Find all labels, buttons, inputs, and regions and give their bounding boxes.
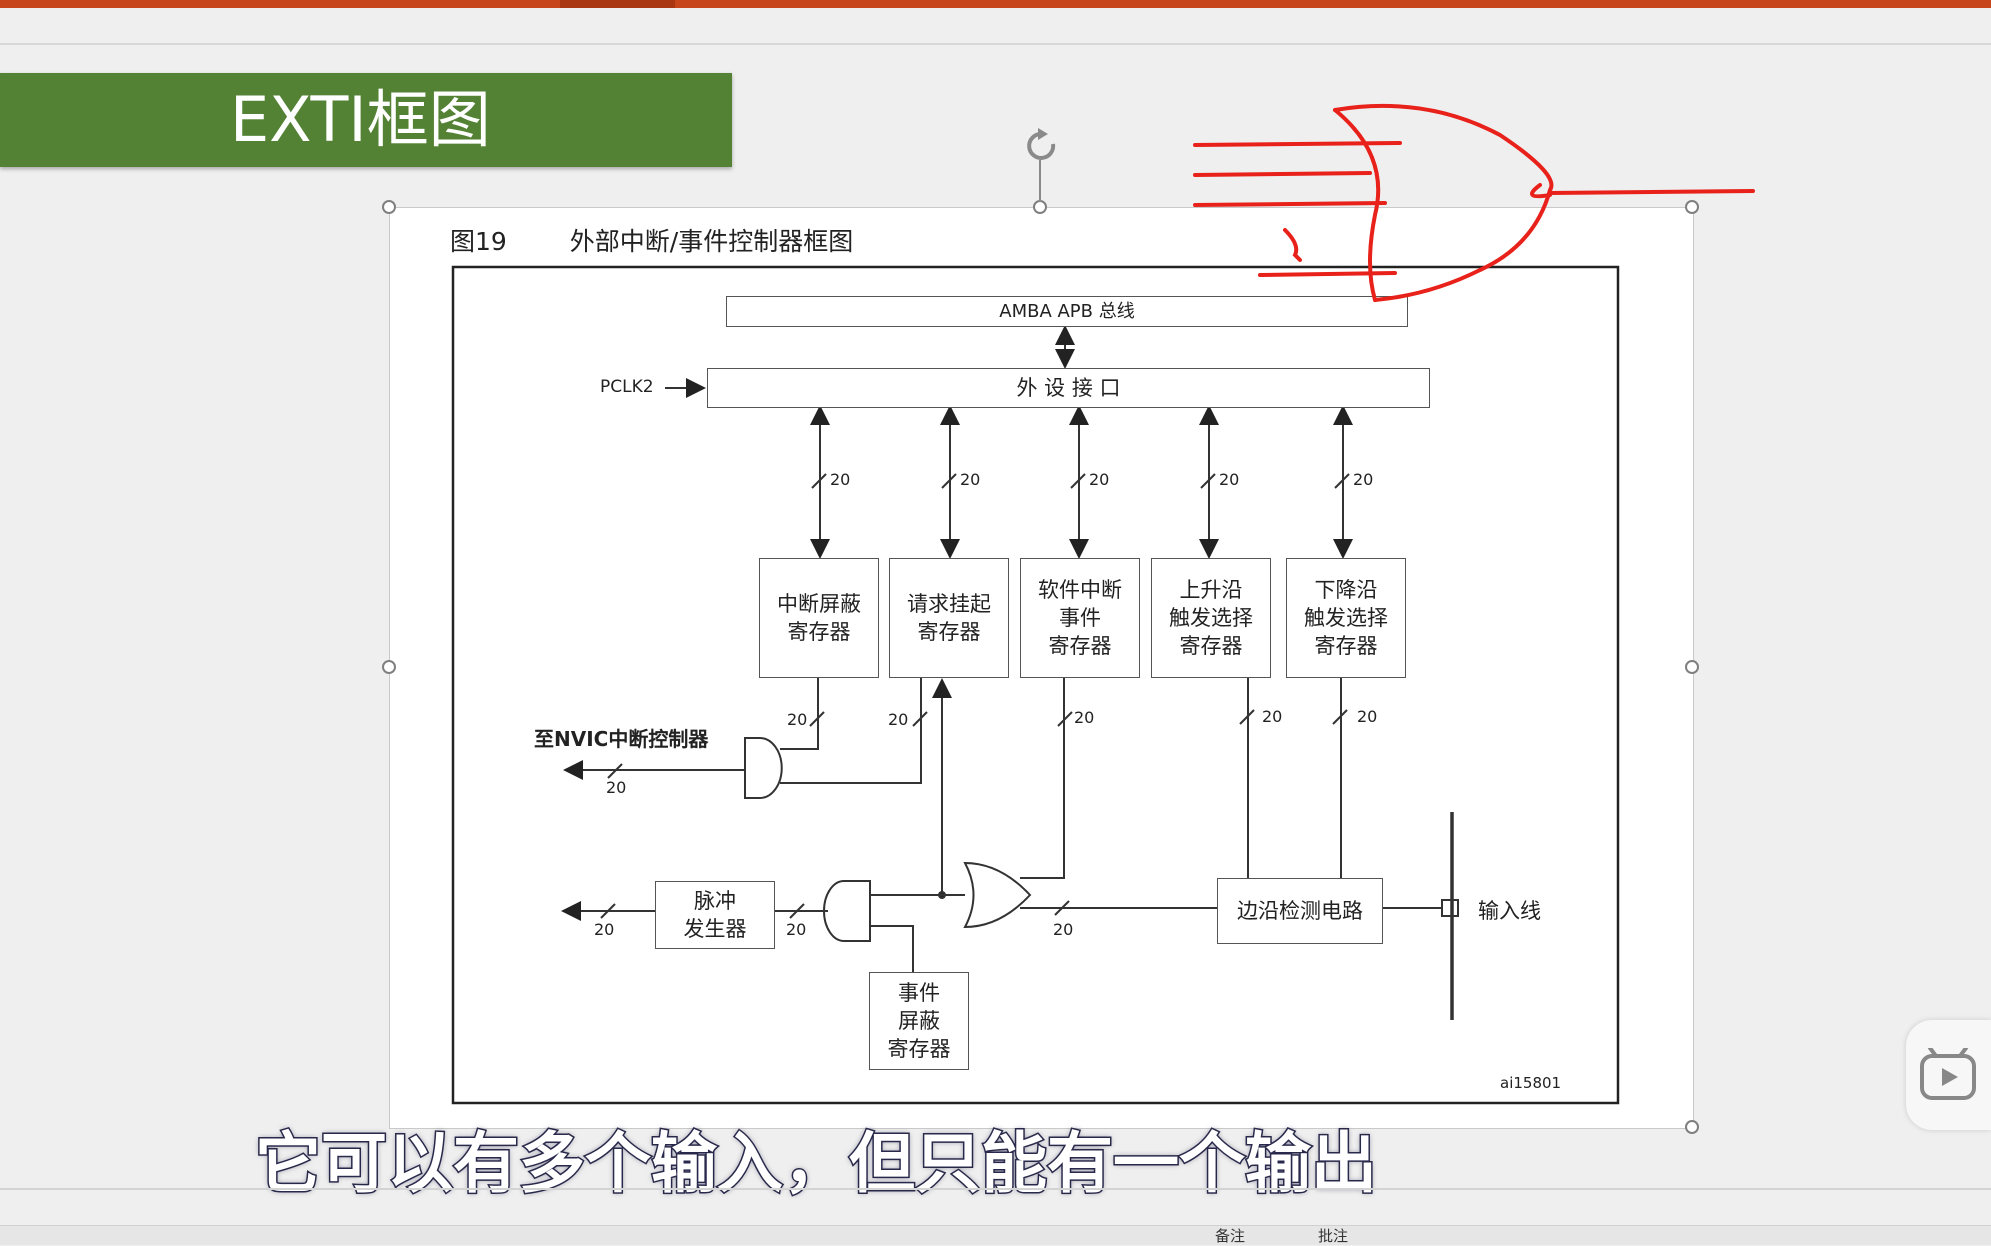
register-label: 寄存器 [917,620,981,644]
register-label: 寄存器 [1048,634,1112,658]
bus-width-label: 20 [1219,470,1240,489]
peripheral-interface-label: 外 设 接 口 [1016,376,1121,400]
register-label: 寄存器 [887,1037,951,1061]
bus-width-label: 20 [1074,708,1095,727]
player-floating-button[interactable] [1906,1020,1991,1130]
slide-title: EXTI框图 [230,83,491,156]
resize-handle-bottom-right[interactable] [1685,1120,1699,1134]
amba-apb-bus: AMBA APB 总线 [726,296,1408,327]
ribbon-divider [0,43,1991,45]
pulse-generator-label: 发生器 [683,917,747,941]
figure-id: ai15801 [1500,1074,1562,1092]
bus-width-label: 20 [1357,707,1378,726]
figure-title: 外部中断/事件控制器框图 [569,227,854,256]
register-label: 事件 [1059,606,1101,630]
bus-width-label: 20 [1262,707,1283,726]
edge-detect-label: 边沿检测电路 [1237,899,1363,923]
bus-width-label: 20 [1089,470,1110,489]
play-icon [1920,1048,1976,1100]
bus-width-label: 20 [787,710,808,729]
to-nvic-label: 至NVIC中断控制器 [534,727,709,751]
resize-handle-top-right[interactable] [1685,200,1699,214]
video-subtitle: 它可以有多个输入，但只能有一个输出 [254,1124,1379,1204]
register-label: 触发选择 [1304,606,1388,630]
pulse-generator-label: 脉冲 [694,889,736,913]
input-line-label: 输入线 [1478,899,1541,923]
diagram-border [451,265,1620,1105]
comments-button[interactable]: 批注 [1318,1227,1349,1245]
bus-width-label: 20 [606,778,627,797]
resize-handle-middle-right[interactable] [1685,660,1699,674]
or-gate-annotation [1193,103,1755,302]
ribbon-strip [0,0,1991,8]
register-label: 下降沿 [1314,578,1378,602]
pclk2-label: PCLK2 [600,377,654,397]
register-label: 请求挂起 [907,592,991,616]
figure-caption: 图19 外部中断/事件控制器框图 [450,222,853,258]
slide-title-banner: EXTI框图 [0,73,732,167]
falling-trigger-register: 下降沿 触发选择 寄存器 [1286,558,1406,678]
bus-width-label: 20 [960,470,981,489]
pending-register: 请求挂起 寄存器 [889,558,1009,678]
pulse-generator: 脉冲 发生器 [655,881,775,949]
register-label: 寄存器 [1314,634,1378,658]
interrupt-mask-register: 中断屏蔽 寄存器 [759,558,879,678]
register-label: 事件 [898,981,940,1005]
peripheral-interface: 外 设 接 口 [707,368,1430,408]
register-label: 寄存器 [787,620,851,644]
register-label: 中断屏蔽 [777,592,861,616]
resize-handle-top-left[interactable] [382,200,396,214]
register-label: 软件中断 [1038,578,1122,602]
notes-divider [0,1188,1991,1190]
amba-apb-bus-label: AMBA APB 总线 [999,301,1135,322]
figure-number: 图19 [450,227,507,256]
bus-width-label: 20 [594,920,615,939]
notes-button[interactable]: 备注 [1215,1227,1246,1245]
bus-width-label: 20 [830,470,851,489]
bus-width-label: 20 [1053,920,1074,939]
resize-handle-middle-left[interactable] [382,660,396,674]
rising-trigger-register: 上升沿 触发选择 寄存器 [1151,558,1271,678]
register-label: 触发选择 [1169,606,1253,630]
status-bar [0,1225,1991,1245]
edge-detect-circuit: 边沿检测电路 [1217,878,1383,944]
bus-width-label: 20 [1353,470,1374,489]
bus-width-label: 20 [888,710,909,729]
event-mask-register: 事件 屏蔽 寄存器 [869,972,969,1070]
register-label: 上升沿 [1179,578,1243,602]
bus-width-label: 20 [786,920,807,939]
register-label: 寄存器 [1179,634,1243,658]
rotate-icon[interactable] [1020,124,1070,204]
register-label: 屏蔽 [898,1009,940,1033]
software-interrupt-event-register: 软件中断 事件 寄存器 [1020,558,1140,678]
ribbon-tab[interactable] [560,0,675,8]
